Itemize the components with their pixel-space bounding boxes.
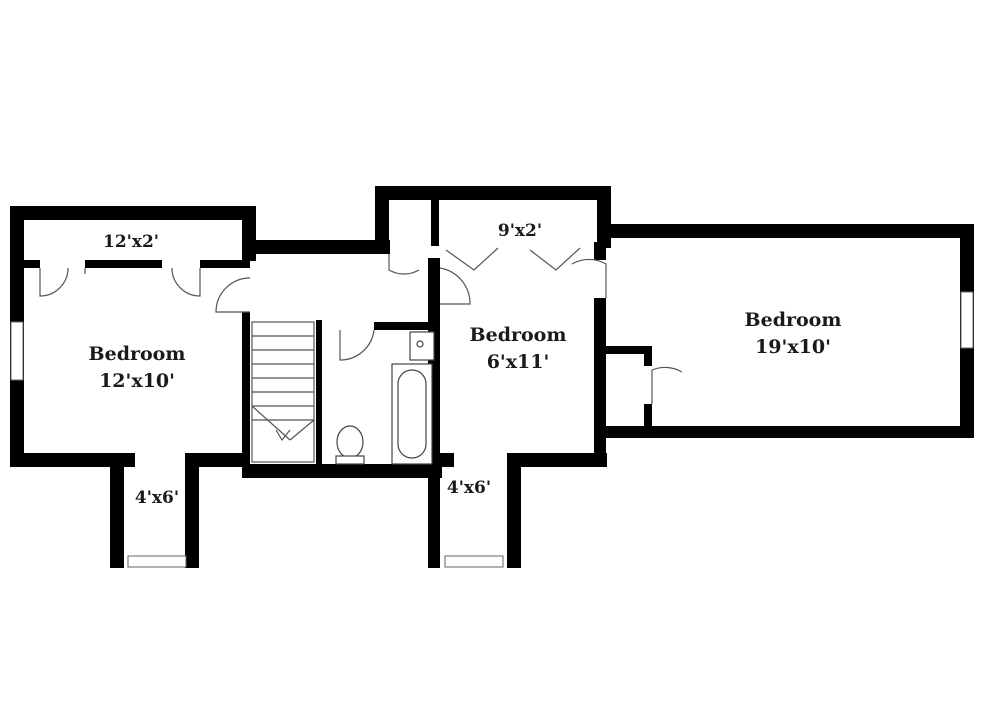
room-size-left: 12'x10' — [99, 370, 175, 392]
bifold-door-a — [445, 247, 499, 271]
window-left — [10, 321, 24, 381]
door-right-closet — [651, 366, 683, 404]
closet-size-bottom-left: 4'x6' — [135, 488, 179, 508]
stairs — [251, 321, 315, 463]
door-right-bedroom — [571, 258, 607, 298]
room-name-middle: Bedroom — [470, 324, 567, 346]
closet-door-left-a — [39, 267, 69, 297]
windows — [10, 291, 974, 568]
bifold-door-b — [529, 247, 581, 271]
room-size-middle: 6'x11' — [487, 351, 550, 373]
labels: Bedroom 12'x10' Bedroom 6'x11' Bedroom 1… — [89, 221, 842, 508]
closet-door-left-b — [171, 267, 201, 297]
bath-fixtures — [335, 331, 435, 465]
window-bottom-left — [127, 555, 187, 568]
door-bath — [339, 329, 375, 361]
door-middle-bedroom — [439, 267, 471, 305]
closet-size-top-middle: 9'x2' — [498, 221, 542, 241]
window-bottom-middle — [444, 555, 504, 568]
door-hall-closet — [388, 254, 420, 275]
room-name-right: Bedroom — [745, 309, 842, 331]
toilet — [336, 425, 364, 459]
closet-size-bottom-middle: 4'x6' — [447, 478, 491, 498]
door-left-bedroom — [215, 277, 251, 313]
room-name-left: Bedroom — [89, 343, 186, 365]
room-size-right: 19'x10' — [755, 336, 831, 358]
closet-size-top-left: 12'x2' — [103, 232, 159, 252]
doors — [39, 247, 683, 404]
window-right — [960, 291, 974, 349]
